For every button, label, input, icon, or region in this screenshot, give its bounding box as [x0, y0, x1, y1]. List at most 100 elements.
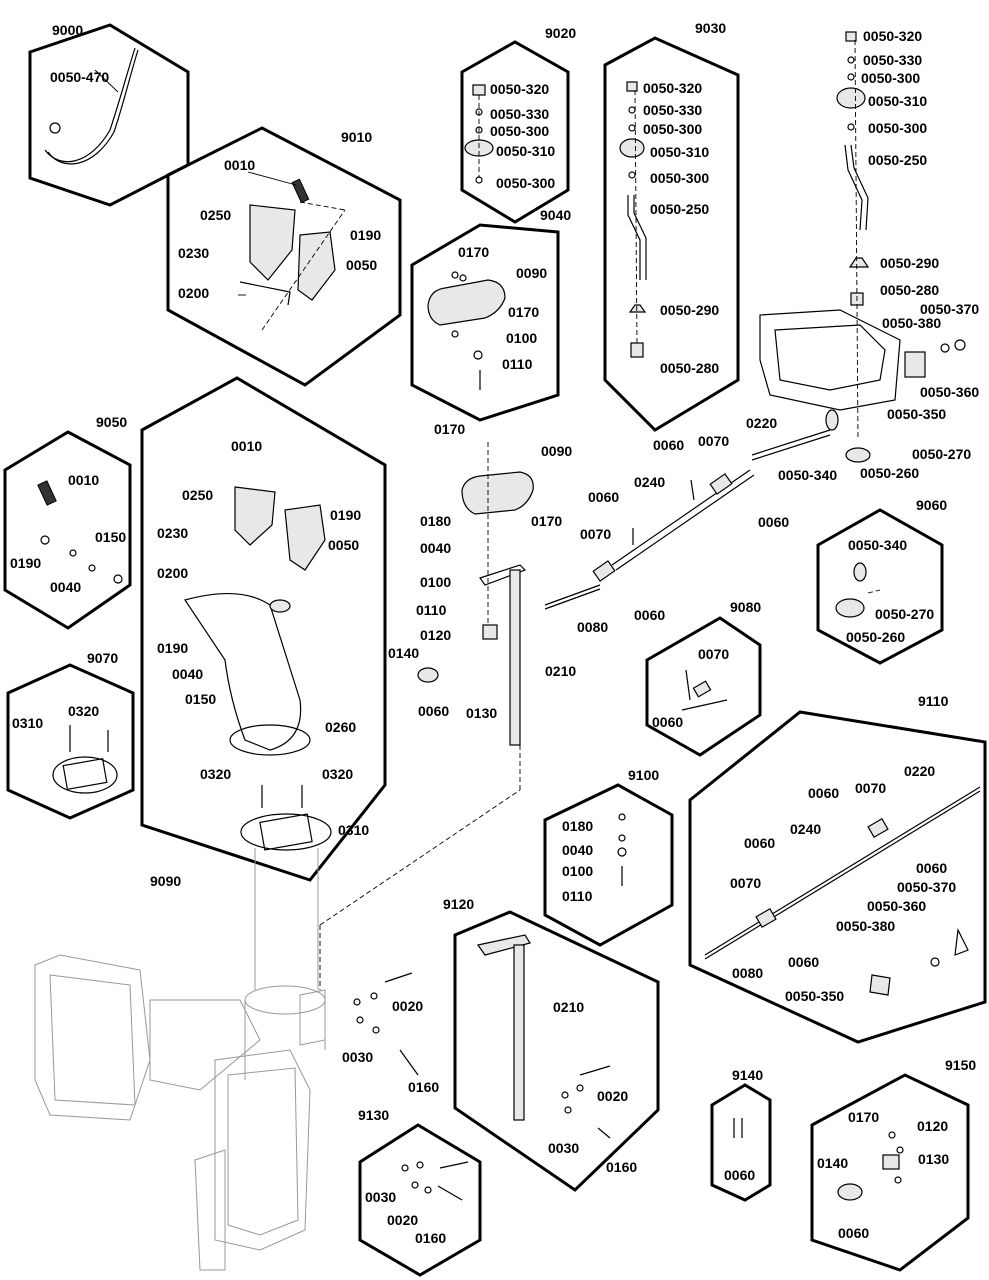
label-0060: 0060 [838, 1225, 869, 1241]
label-0320: 0320 [200, 766, 231, 782]
label-0070: 0070 [698, 646, 729, 662]
label-0010: 0010 [224, 157, 255, 173]
label-0170: 0170 [434, 421, 465, 437]
label-0110: 0110 [502, 356, 533, 372]
group-9090[interactable]: 9090 0010 0250 0190 0230 0050 0200 0190 … [140, 376, 387, 990]
label-0020: 0020 [392, 998, 423, 1014]
label-0020: 0020 [387, 1212, 418, 1228]
label-0130: 0130 [918, 1151, 949, 1167]
label-0190-b: 0190 [157, 640, 188, 656]
label-0240: 0240 [634, 474, 665, 490]
label-0050-260: 0050-260 [846, 629, 905, 645]
group-id-9040: 9040 [540, 207, 571, 223]
label-0060-d: 0060 [788, 954, 819, 970]
label-0050-300: 0050-300 [643, 121, 702, 137]
group-id-9050: 9050 [96, 414, 127, 430]
label-0110: 0110 [562, 888, 593, 904]
label-0150: 0150 [185, 691, 216, 707]
label-0170-b: 0170 [531, 513, 562, 529]
label-0050-320: 0050-320 [863, 28, 922, 44]
group-9130[interactable]: 9130 0030 0020 0160 [358, 1107, 482, 1277]
shift-lever-assembly: 0050-320 0050-330 0050-300 0050-310 0050… [746, 28, 979, 483]
control-rod-assembly: 0060 0070 0060 0240 0060 0070 0060 0080 [544, 433, 789, 635]
label-0050-320: 0050-320 [490, 81, 549, 97]
label-0060-b: 0060 [588, 489, 619, 505]
label-0040: 0040 [50, 579, 81, 595]
label-0050-380: 0050-380 [836, 918, 895, 934]
label-0050-280: 0050-280 [880, 282, 939, 298]
label-0050-320: 0050-320 [643, 80, 702, 96]
label-0190: 0190 [350, 227, 381, 243]
label-0050-330: 0050-330 [643, 102, 702, 118]
group-9050[interactable]: 9050 0010 0150 0190 0040 [3, 414, 132, 630]
label-0260: 0260 [325, 719, 356, 735]
label-0170: 0170 [848, 1109, 879, 1125]
label-0070: 0070 [855, 780, 886, 796]
label-0040: 0040 [420, 540, 451, 556]
control-panel-support: 0170 0090 0180 0170 0040 0100 0110 0120 … [388, 421, 576, 790]
label-0050: 0050 [328, 537, 359, 553]
label-0030: 0030 [548, 1140, 579, 1156]
group-9120[interactable]: 9120 0210 0020 0030 0160 [443, 896, 660, 1192]
label-0050-310: 0050-310 [496, 143, 555, 159]
group-id-9140: 9140 [732, 1067, 763, 1083]
group-9080[interactable]: 9080 0070 0060 [645, 599, 762, 757]
group-id-9070: 9070 [87, 650, 118, 666]
label-0060-c: 0060 [758, 514, 789, 530]
label-0050-300: 0050-300 [861, 70, 920, 86]
label-0200: 0200 [178, 285, 209, 301]
group-9140[interactable]: 9140 0060 [710, 1067, 772, 1202]
label-0180: 0180 [420, 513, 451, 529]
label-0310: 0310 [12, 715, 43, 731]
group-id-9090: 9090 [150, 873, 181, 889]
label-0030: 0030 [365, 1189, 396, 1205]
label-0190: 0190 [10, 555, 41, 571]
group-9020[interactable]: 9020 0050-320 0050-330 0050-300 0050-310… [460, 25, 576, 224]
label-0050-270: 0050-270 [875, 606, 934, 622]
group-id-9020: 9020 [545, 25, 576, 41]
label-0050-300-lower: 0050-300 [496, 175, 555, 191]
group-9040[interactable]: 9040 0170 0090 0170 0100 0110 [410, 207, 571, 422]
label-0160: 0160 [408, 1079, 439, 1095]
group-9010[interactable]: 9010 0010 0250 0230 0200 0190 0050 [166, 126, 402, 387]
label-0060: 0060 [418, 703, 449, 719]
label-0070-b: 0070 [580, 526, 611, 542]
label-0060: 0060 [724, 1167, 755, 1183]
label-0050-340: 0050-340 [848, 537, 907, 553]
label-0130: 0130 [466, 705, 497, 721]
label-0050: 0050 [346, 257, 377, 273]
group-id-9060: 9060 [916, 497, 947, 513]
label-0170-lower: 0170 [508, 304, 539, 320]
group-9000[interactable]: 9000 0050-470 [28, 22, 190, 207]
label-0090: 0090 [516, 265, 547, 281]
label-0080: 0080 [732, 965, 763, 981]
group-9110[interactable]: 9110 0220 0060 0070 0240 0060 0060 0050-… [688, 693, 987, 1044]
label-0050-300-lower: 0050-300 [868, 120, 927, 136]
label-0190: 0190 [330, 507, 361, 523]
group-id-9130: 9130 [358, 1107, 389, 1123]
label-0030: 0030 [342, 1049, 373, 1065]
label-0070-b: 0070 [730, 875, 761, 891]
label-0060-b: 0060 [744, 835, 775, 851]
group-id-9030: 9030 [695, 20, 726, 36]
label-0100: 0100 [420, 574, 451, 590]
label-0050-250: 0050-250 [868, 152, 927, 168]
group-9100[interactable]: 9100 0180 0040 0100 0110 [543, 767, 674, 947]
group-9060[interactable]: 9060 0050-340 0050-270 0050-260 [816, 497, 947, 665]
label-0040: 0040 [172, 666, 203, 682]
label-0050-310: 0050-310 [650, 144, 709, 160]
label-0120: 0120 [917, 1118, 948, 1134]
group-9030[interactable]: 9030 0050-320 0050-330 0050-300 0050-310… [603, 20, 740, 432]
label-0050-370: 0050-370 [897, 879, 956, 895]
label-0010: 0010 [231, 438, 262, 454]
label-0060: 0060 [808, 785, 839, 801]
group-9150[interactable]: 9150 0170 0120 0140 0130 0060 [810, 1057, 976, 1272]
group-9070[interactable]: 9070 0310 0320 [6, 650, 135, 820]
label-0050-380: 0050-380 [882, 315, 941, 331]
label-0050-360: 0050-360 [867, 898, 926, 914]
label-0050-350: 0050-350 [785, 988, 844, 1004]
group-id-9080: 9080 [730, 599, 761, 615]
label-0050-330: 0050-330 [863, 52, 922, 68]
label-0060-d: 0060 [634, 607, 665, 623]
